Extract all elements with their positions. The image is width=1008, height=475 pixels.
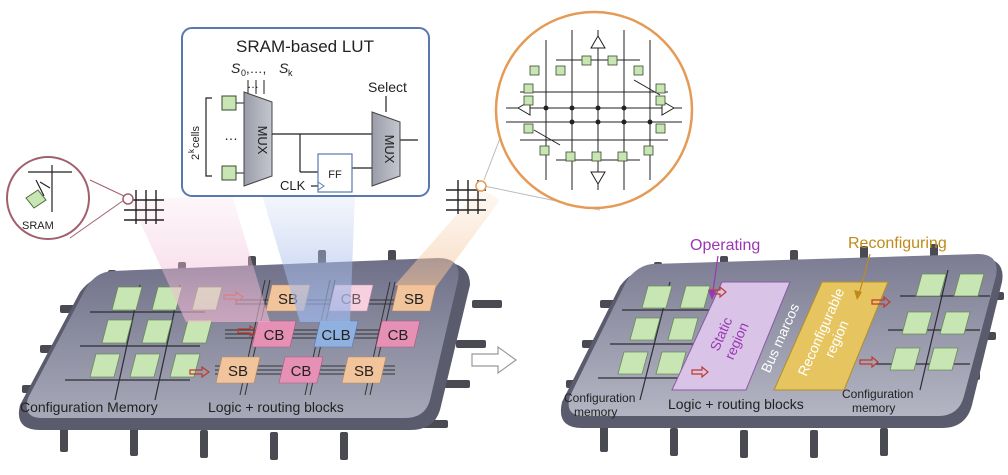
- transition-arrow-icon: [471, 345, 518, 375]
- sb-block: [341, 356, 387, 384]
- cb-label-right: CB: [388, 327, 409, 344]
- right-right-memory-cells: [889, 273, 985, 371]
- cb-label-left: CB: [264, 327, 285, 344]
- clk-label: CLK: [280, 178, 306, 193]
- cb-block-right: [375, 320, 421, 348]
- sb-block: [215, 356, 261, 384]
- sb-label: SB: [354, 363, 374, 380]
- cells-word: cells: [190, 125, 202, 148]
- zoom-beams: [130, 188, 500, 322]
- lut-panel: SRAM-based LUT S 0 ,…, S k … 2 k cells ……: [181, 27, 430, 197]
- sel-dots: …: [247, 77, 259, 91]
- reconfiguring-label: Reconfiguring: [848, 235, 947, 252]
- sel-sk: S: [279, 60, 289, 76]
- sb-label: SB: [404, 291, 424, 308]
- right-left-memory-cells: [617, 285, 711, 375]
- sram-cell-icon: [25, 189, 47, 209]
- sel-s0: S: [231, 60, 241, 76]
- config-right-label-1: Configuration: [842, 387, 913, 401]
- sram-label: SRAM: [22, 220, 54, 232]
- mux-2-label: MUX: [382, 135, 397, 164]
- sram-locator-icon: [122, 193, 134, 205]
- cb-block-bottom: [278, 356, 324, 384]
- select-label: Select: [368, 79, 407, 95]
- mux-1: [243, 91, 273, 187]
- mux-2: [371, 111, 401, 187]
- config-left-label-2: memory: [574, 405, 617, 419]
- sel-s0-sub: 0: [241, 68, 246, 78]
- right-chip: Static region Bus marcos Reconfigurable …: [560, 235, 1004, 458]
- left-routing-blocks: SB CB SB CB CLB CB SB CB SB: [215, 284, 437, 384]
- lut-cell-top: [221, 95, 237, 111]
- sram-magnifier: SRAM: [6, 156, 164, 240]
- static-region: [671, 281, 791, 391]
- cb-block-left: [251, 320, 297, 348]
- right-logic-label: Logic + routing blocks: [668, 396, 804, 412]
- config-memory-label: Configuration Memory: [20, 399, 158, 415]
- sram-circle: [6, 156, 90, 240]
- cells-base: 2: [190, 154, 202, 160]
- clb-label: CLB: [321, 327, 350, 344]
- sel-separator: ,…,: [246, 61, 266, 76]
- reconfigurable-region: [773, 281, 889, 391]
- config-right-label-2: memory: [852, 401, 895, 415]
- switchbox-locator-icon: [475, 180, 487, 192]
- switchbox-cells: [523, 55, 666, 162]
- cells-dots: …: [224, 127, 238, 143]
- operating-label: Operating: [690, 237, 760, 254]
- switchbox-junctions: [543, 105, 653, 125]
- config-left-label-1: Configuration: [564, 391, 635, 405]
- lut-cell-bottom: [221, 165, 237, 181]
- right-chip-top: [568, 254, 997, 416]
- switchbox-magnifier: [446, 10, 694, 214]
- switchbox-circle: [494, 10, 694, 210]
- logic-routing-label: Logic + routing blocks: [208, 399, 344, 415]
- sel-sk-sub: k: [288, 68, 293, 78]
- cells-exp: k: [187, 148, 196, 153]
- sb-label: SB: [228, 363, 248, 380]
- ff-label: FF: [328, 169, 342, 181]
- cb-label-bottom: CB: [291, 363, 312, 380]
- mux-1-label: MUX: [255, 126, 270, 155]
- lut-title: SRAM-based LUT: [236, 37, 374, 56]
